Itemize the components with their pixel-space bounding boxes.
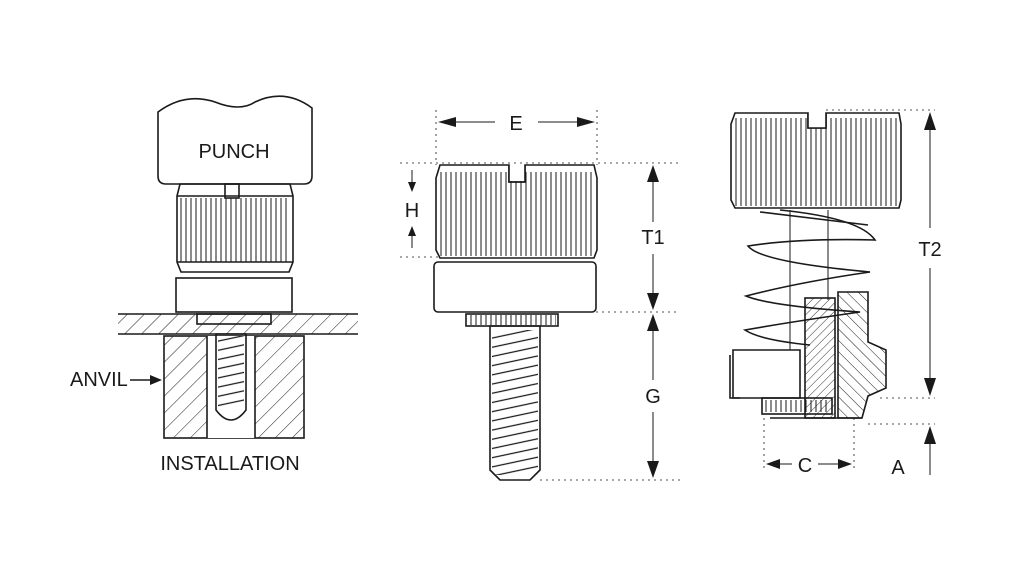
dimension-t2: T2 [918, 112, 942, 396]
punch-tool: PUNCH [157, 95, 313, 185]
collar [175, 277, 293, 313]
anvil-label: ANVIL [70, 369, 128, 391]
dimension-c: C [766, 455, 852, 477]
installation-view: PUNCH ANV [70, 95, 358, 475]
dimension-t1: T1 [641, 165, 665, 310]
section-knurled-head [730, 112, 902, 209]
dim-h-label: H [405, 200, 419, 222]
dim-t1-label: T1 [641, 227, 664, 249]
threaded-shank [489, 325, 541, 481]
dimension-e: E [438, 113, 595, 135]
knurled-cap [176, 183, 294, 273]
dim-e-label: E [509, 113, 522, 135]
installation-caption: INSTALLATION [160, 453, 299, 475]
dim-g-label: G [645, 386, 661, 408]
knurled-head [435, 164, 598, 259]
fastener-section-view: T2 A C [729, 109, 942, 479]
section-shoulder [761, 397, 833, 415]
fastener-side-view: E H T1 G [400, 110, 680, 481]
dim-a-label: A [891, 457, 905, 479]
dim-c-label: C [798, 455, 812, 477]
panel-sheet [118, 313, 358, 335]
dimension-a: A [891, 426, 936, 479]
housing [729, 349, 801, 399]
dim-t2-label: T2 [918, 239, 941, 261]
spring [742, 209, 877, 350]
head-collar [433, 261, 597, 313]
dimension-h: H [405, 170, 419, 248]
dimension-g: G [645, 314, 661, 478]
punch-label: PUNCH [198, 141, 269, 163]
anvil-block [163, 333, 305, 439]
